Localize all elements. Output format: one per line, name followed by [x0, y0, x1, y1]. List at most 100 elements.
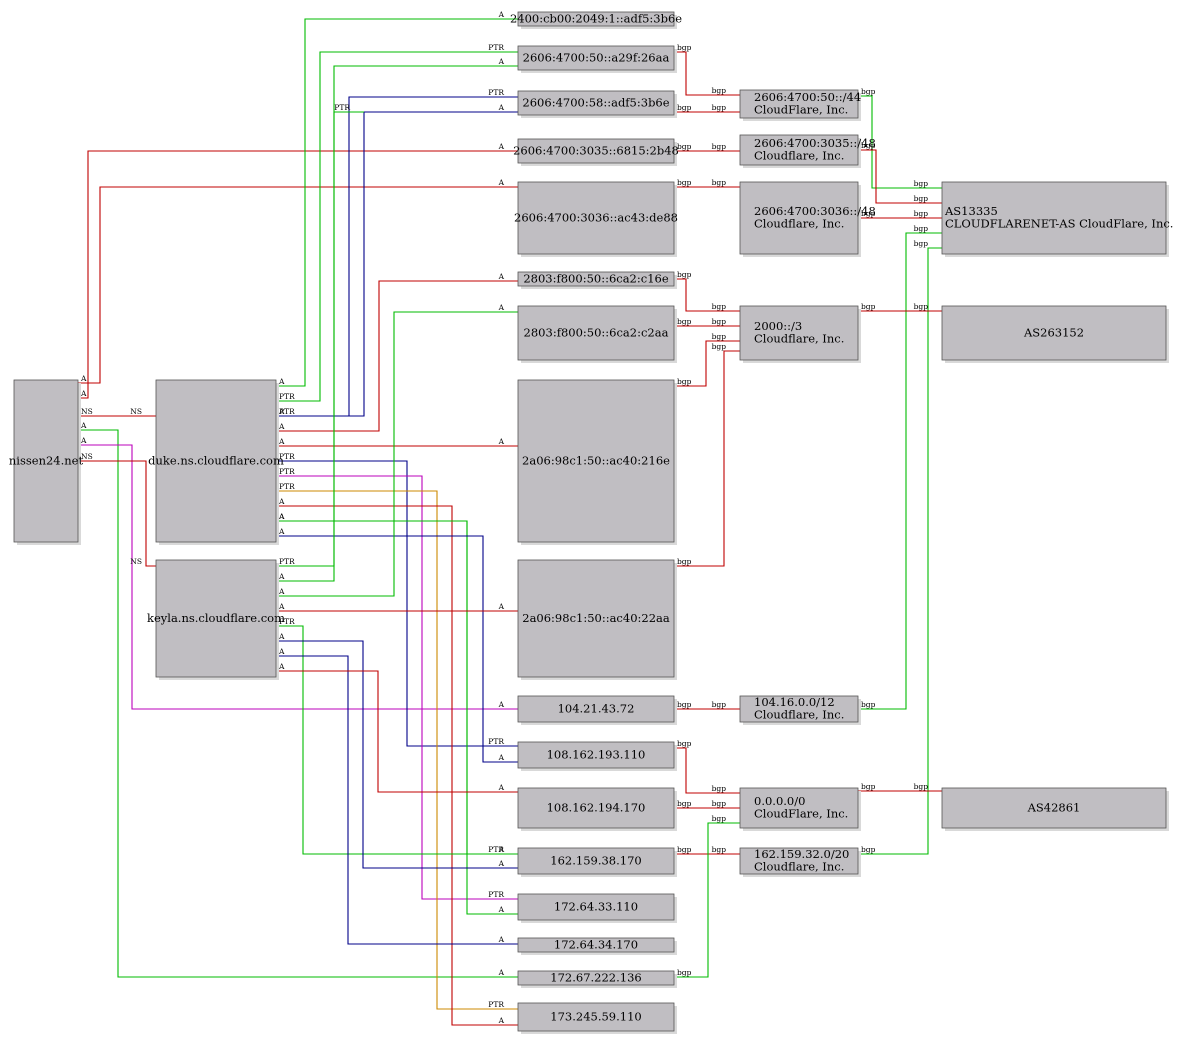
edge-line: [276, 18, 518, 387]
edge-line: [858, 232, 942, 710]
edge-label-source: PTR: [279, 617, 295, 626]
node-ip2803c2aa: 2803:f800:50::6ca2:c2aa: [517, 305, 677, 363]
edge-line: [674, 340, 740, 387]
node-label: Cloudflare, Inc.: [754, 149, 844, 163]
node-keyla: keyla.ns.cloudflare.com: [147, 559, 285, 680]
edge-duke-to-ip173: PTR PTR: [276, 482, 518, 1010]
edge-line: [78, 186, 518, 384]
node-duke: duke.ns.cloudflare.com: [148, 379, 284, 545]
edge-label-source: A: [278, 632, 285, 641]
edge-label-target: A: [498, 783, 505, 792]
edge-label-source: A: [278, 572, 285, 581]
node-ip2a0622aa: 2a06:98c1:50::ac40:22aa: [517, 559, 677, 680]
edge-label-source: A: [278, 437, 285, 446]
node-box: [739, 787, 859, 829]
edge-line: [276, 280, 518, 432]
edge-label-target: bgp: [914, 782, 929, 791]
edge-pfx162-to-as13335: bgp bgp: [858, 239, 942, 855]
node-box: [517, 787, 675, 829]
node-label: 172.64.34.170: [554, 937, 638, 951]
edge-label-target: A: [498, 10, 505, 19]
node-ip17233: 172.64.33.110: [517, 893, 677, 923]
edge-nissen-to-ip2606ac43: AA: [78, 178, 518, 384]
node-box: [517, 379, 675, 543]
edge-line: [276, 640, 518, 869]
edge-label-source: A: [278, 647, 285, 656]
node-ip162: 162.159.38.170: [517, 847, 677, 877]
edge-label-target: PTR: [488, 43, 504, 52]
edge-line: [276, 96, 518, 417]
edge-duke-to-ip173: AA: [276, 497, 518, 1026]
node-box: [517, 45, 675, 71]
edge-label-target: A: [498, 303, 505, 312]
edge-label-source: bgp: [677, 178, 692, 187]
node-label: Cloudflare, Inc.: [754, 708, 844, 722]
node-box: [739, 89, 859, 119]
node-label: CLOUDFLARENET-AS CloudFlare, Inc.: [945, 217, 1173, 231]
edge-label-target: A: [498, 142, 505, 151]
edge-label-source: A: [278, 422, 285, 431]
node-box: [517, 970, 675, 986]
node-box: [517, 11, 675, 27]
node-label: 2a06:98c1:50::ac40:22aa: [522, 611, 670, 625]
edge-line: [276, 505, 518, 1026]
node-box: [517, 893, 675, 921]
edge-duke-to-ip108193: AA: [276, 527, 518, 763]
edge-line: [276, 655, 518, 945]
node-label: AS42861: [1027, 800, 1081, 814]
edge-label-target: PTR: [334, 103, 350, 112]
edge-label-source: bgp: [861, 782, 876, 791]
edge-label-source: bgp: [861, 845, 876, 854]
node-label: AS263152: [1023, 325, 1084, 339]
edge-label-target: bgp: [712, 302, 727, 311]
edge-duke-to-ip2606adf5: PTR PTR: [276, 88, 518, 417]
edge-line: [78, 460, 156, 567]
edge-label-source: PTR: [279, 407, 295, 416]
edge-line: [674, 51, 740, 96]
node-as42861: AS42861: [941, 787, 1169, 831]
edge-label-target: PTR: [488, 88, 504, 97]
edge-label-target: bgp: [914, 209, 929, 218]
edge-label-source: NS: [81, 407, 93, 416]
edge-line: [78, 429, 518, 978]
edge-label-target: PTR: [488, 890, 504, 899]
edge-label-target: A: [498, 753, 505, 762]
edge-label-source: bgp: [861, 141, 876, 150]
edge-label-source: A: [80, 436, 87, 445]
node-ip2a06216e: 2a06:98c1:50::ac40:216e: [517, 379, 677, 545]
node-label: 173.245.59.110: [550, 1009, 641, 1023]
edge-label-source: bgp: [677, 317, 692, 326]
node-box: [739, 305, 859, 361]
edge-nissen-to-ip10421: AA: [78, 436, 518, 710]
node-ip2803c16e: 2803:f800:50::6ca2:c16e: [517, 271, 677, 289]
node-box: [155, 559, 277, 678]
node-box: [941, 305, 1167, 361]
edge-label-target: NS: [130, 557, 142, 566]
edge-label-source: A: [278, 377, 285, 386]
node-box: [517, 847, 675, 875]
node-box: [517, 90, 675, 116]
edge-keyla-to-ip17234: AA: [276, 647, 518, 945]
edge-label-target: bgp: [712, 178, 727, 187]
edge-line: [858, 149, 942, 204]
edge-line: [276, 65, 518, 582]
node-label: 162.159.32.0/20: [754, 847, 849, 861]
node-box: [13, 379, 79, 543]
edge-line: [276, 520, 518, 855]
edge-label-target: bgp: [914, 224, 929, 233]
node-label: Cloudflare, Inc.: [754, 332, 844, 346]
edge-label-source: A: [80, 421, 87, 430]
edge-label-source: A: [278, 662, 285, 671]
edge-label-source: bgp: [677, 270, 692, 279]
